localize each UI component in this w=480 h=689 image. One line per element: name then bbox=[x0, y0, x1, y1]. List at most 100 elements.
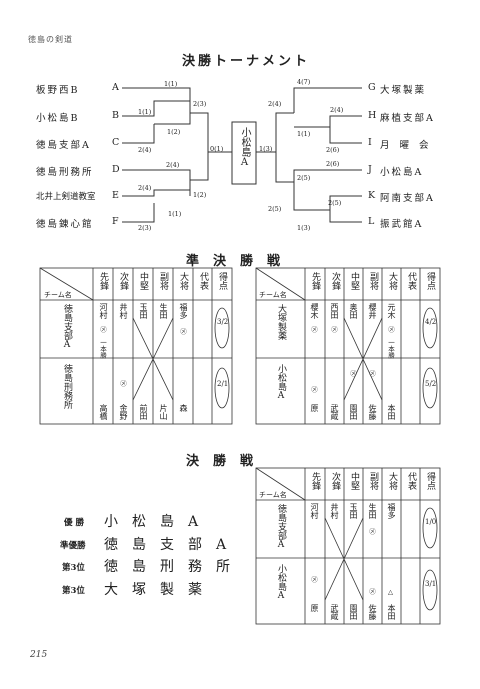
semi2-team1-name: 大塚製薬 bbox=[276, 304, 286, 340]
left-letter-6: F bbox=[112, 216, 121, 227]
player: 元木 bbox=[387, 303, 396, 319]
semi2-team2-score: 5/2 bbox=[425, 380, 437, 388]
player: 前田 bbox=[139, 404, 148, 420]
score: 2(4) bbox=[138, 146, 152, 154]
score: 1(2) bbox=[193, 191, 207, 199]
score: 1(1) bbox=[168, 210, 182, 218]
pos-header: 代表 bbox=[406, 272, 416, 290]
left-team-4: 徳島刑務所 bbox=[36, 167, 94, 178]
player: 櫻木 bbox=[310, 303, 319, 319]
right-team-5: 阿南支部A bbox=[380, 193, 435, 204]
player: 原 bbox=[310, 604, 319, 612]
pos-header: 副将 bbox=[368, 472, 378, 490]
pos-header: 大将 bbox=[178, 272, 188, 290]
left-letter-4: D bbox=[112, 164, 122, 175]
player: 櫻井 bbox=[368, 303, 377, 319]
pos-header: 大将 bbox=[387, 272, 397, 290]
final-team2-name: 小松島A bbox=[276, 564, 286, 601]
score: 1(3) bbox=[259, 145, 273, 153]
pos-header: 先鋒 bbox=[98, 272, 108, 290]
player: 本田 bbox=[387, 404, 396, 420]
final-team1-name: 徳島支部A bbox=[276, 504, 286, 550]
semifinal-title: 準決勝戦 bbox=[186, 254, 295, 269]
player: 河村 bbox=[99, 303, 108, 319]
score: 1(2) bbox=[167, 128, 181, 136]
semi1-team1-score: 3/2 bbox=[217, 318, 229, 326]
pos-header: 次鋒 bbox=[118, 272, 128, 290]
player: 奥田 bbox=[349, 303, 358, 319]
mark: ㋱ bbox=[329, 326, 338, 333]
semi1-team2-score: 2/1 bbox=[217, 380, 229, 388]
right-team-4: 小松島A bbox=[380, 167, 424, 178]
left-letter-5: E bbox=[112, 190, 121, 201]
player: 本田 bbox=[387, 604, 396, 620]
right-team-3: 月曜会 bbox=[380, 140, 439, 151]
final-tournament-title: 決勝トーナメント bbox=[182, 54, 311, 69]
pos-header: 中堅 bbox=[138, 272, 148, 290]
player: 井村 bbox=[119, 303, 128, 319]
pos-header: 得点 bbox=[425, 272, 435, 290]
pos-header: 中堅 bbox=[349, 472, 359, 490]
score: 2(4) bbox=[166, 161, 180, 169]
score: 2(4) bbox=[268, 100, 282, 108]
page-number: 215 bbox=[30, 650, 48, 660]
left-team-5: 北井上剣道教室 bbox=[36, 192, 96, 202]
final-team2-score: 3/1 bbox=[425, 580, 437, 588]
mark: ㋱ bbox=[118, 380, 127, 387]
player: 森 bbox=[179, 404, 188, 412]
champion-box-text: 小松島A bbox=[239, 127, 250, 168]
score: 2(3) bbox=[138, 224, 152, 232]
right-letter-4: J bbox=[368, 164, 374, 175]
mark: ㋱ bbox=[309, 326, 318, 333]
player: 園田 bbox=[349, 404, 358, 420]
right-team-6: 振武館A bbox=[380, 219, 424, 230]
left-letter-1: A bbox=[112, 82, 121, 93]
mark: ㋱ bbox=[348, 370, 357, 377]
team-col-label: チーム名 bbox=[259, 491, 287, 499]
player: 福多 bbox=[387, 503, 396, 519]
player: 金野 bbox=[119, 404, 128, 420]
mark: △ bbox=[386, 588, 395, 596]
score: 0(1) bbox=[210, 145, 224, 153]
right-letter-2: H bbox=[368, 110, 379, 121]
player: 生田 bbox=[368, 503, 377, 519]
player: 武蔵 bbox=[330, 604, 339, 620]
pos-header: 中堅 bbox=[349, 272, 359, 290]
player: 西田 bbox=[330, 303, 339, 319]
mark: ㋱ bbox=[367, 370, 376, 377]
mark: ㋱ bbox=[309, 576, 318, 583]
score: 2(3) bbox=[193, 100, 207, 108]
player: 武蔵 bbox=[330, 404, 339, 420]
rank-label: 優 勝 bbox=[64, 518, 84, 528]
rank-label: 準優勝 bbox=[60, 541, 86, 551]
team-col-label: チーム名 bbox=[259, 291, 287, 299]
left-team-2: 小松島B bbox=[36, 113, 80, 124]
rank-team: 徳島支部A bbox=[104, 537, 241, 553]
rank-label: 第3位 bbox=[62, 586, 85, 596]
mark: ㋱ bbox=[309, 386, 318, 393]
score: 1(1) bbox=[164, 80, 178, 88]
player: 井村 bbox=[330, 503, 339, 519]
score: 2(6) bbox=[326, 160, 340, 168]
pos-header: 大将 bbox=[387, 472, 397, 490]
rank-team: 小松島A bbox=[104, 514, 213, 530]
score: 1(1) bbox=[297, 130, 311, 138]
player: 生田 bbox=[159, 303, 168, 319]
rank-team: 大塚製薬 bbox=[104, 582, 216, 598]
pos-header: 次鋒 bbox=[330, 472, 340, 490]
final-team1-score: 1/0 bbox=[425, 518, 437, 526]
player: 佐藤 bbox=[368, 404, 377, 420]
player: 福多 bbox=[179, 303, 188, 319]
team-col-label: チーム名 bbox=[44, 291, 72, 299]
pos-header: 代表 bbox=[406, 472, 416, 490]
pos-header: 次鋒 bbox=[330, 272, 340, 290]
score: 1(1) bbox=[138, 108, 152, 116]
player: 原 bbox=[310, 404, 319, 412]
player: 玉田 bbox=[349, 503, 358, 519]
pos-header: 副将 bbox=[368, 272, 378, 290]
right-team-1: 大塚製薬 bbox=[380, 85, 427, 96]
score: 2(4) bbox=[330, 106, 344, 114]
player: 玉田 bbox=[139, 303, 148, 319]
final-title: 決勝戦 bbox=[186, 454, 268, 469]
